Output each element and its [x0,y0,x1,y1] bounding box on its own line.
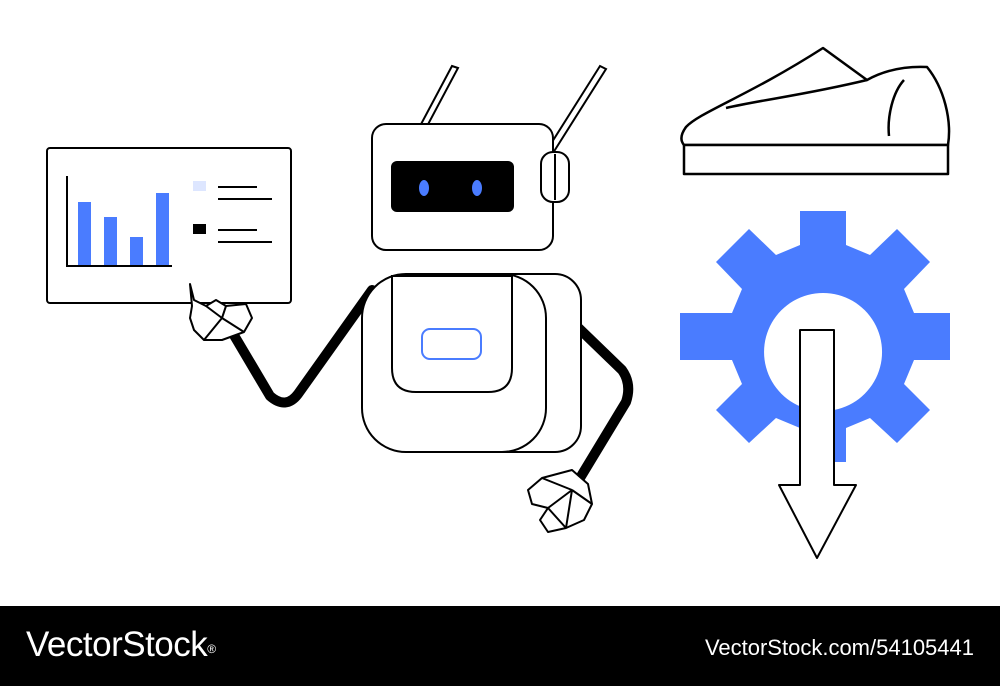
brand-name: VectorStock [26,625,208,664]
arrow-down-shape [778,329,857,559]
illustration [46,46,951,559]
robot-left-hand-detail [203,305,245,341]
arrow-down-icon [778,329,857,559]
shoe-upper [680,46,951,147]
robot-antenna [545,64,608,155]
robot-right-claw [527,469,593,533]
shoe-vamp-line [725,78,868,110]
robot-visor [391,161,514,212]
chart-axes [66,176,172,267]
chart-bars [78,193,169,265]
bar-chart-icon [46,147,292,304]
gear-icon [680,211,950,462]
gear-shape [680,211,950,462]
shoe-heel-line [887,79,905,137]
robot-right-arm [557,307,634,483]
image-id-text: VectorStock.com/54105441 [704,635,974,660]
chart-bar [130,237,143,265]
robot-left-arm [220,285,377,408]
legend-swatch-dark [193,224,206,234]
robot-antenna [417,64,460,132]
chart-bar [104,217,117,265]
robot-eye [472,180,482,196]
chart-bar [78,202,91,265]
robot-eye [419,180,429,196]
robot-left-hand [189,283,253,341]
robot-chest-display [421,328,482,360]
footer-bar: VectorStock® VectorStock.com/54105441 [0,606,1000,686]
robot-icon [189,64,634,533]
chart-bar [156,193,169,265]
shoe-icon [680,46,951,176]
shoe-sole [682,143,950,176]
legend-swatch-light [193,181,206,191]
registered-mark: ® [207,642,216,656]
robot-right-claw-detail [541,477,593,529]
brand-logo[interactable]: VectorStock® [26,625,216,665]
